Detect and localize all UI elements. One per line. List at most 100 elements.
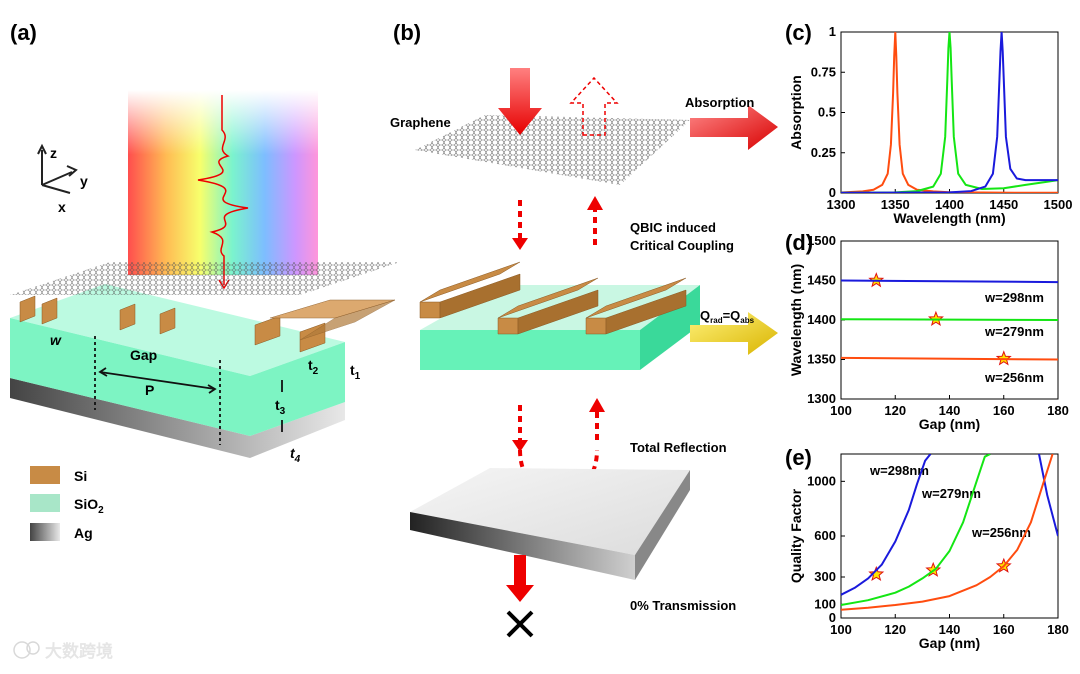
metasurface-substrate [420,330,640,370]
x-tick-label: 100 [830,622,852,637]
axis-z-label: z [50,145,57,161]
y-tick-label: 0 [829,185,836,200]
ag-layer [10,378,345,458]
series-line [841,454,932,596]
series-line [841,279,1058,284]
series-line [841,356,1058,361]
y-tick-label: 1 [829,24,836,39]
legend-swatch-si [30,466,60,484]
blocked-x-icon [506,610,534,638]
series-line [841,318,1058,321]
ag-mirror [410,468,690,555]
panel-b: (b) Graphene Absorption QBIC induced Cri… [390,20,778,638]
series-line [841,32,1058,193]
panel-e-label: (e) [785,445,812,470]
x-tick-label: 1350 [881,197,910,212]
total-reflection-label: Total Reflection [630,440,727,455]
x-tick-label: 100 [830,403,852,418]
x-tick-label: 1400 [935,197,964,212]
y-axis-label: Quality Factor [788,488,804,583]
reflected-arrow-dashed [569,76,619,136]
x-tick-label: 1300 [827,197,856,212]
y-tick-label: 1350 [807,352,836,367]
dim-w: w [50,332,62,348]
qrad-arrow [690,312,778,355]
x-tick-label: 140 [939,622,961,637]
x-tick-label: 1500 [1044,197,1073,212]
series-line [841,32,1058,193]
graphene-sheet-b [415,115,690,185]
series-label: w=279nm [921,486,981,501]
y-tick-label: 1300 [807,391,836,406]
series-label: w=256nm [984,370,1044,385]
y-tick-label: 1400 [807,312,836,327]
y-axis-label: Absorption [788,75,804,150]
absorption-label: Absorption [685,95,754,110]
series-line [841,454,1054,611]
x-tick-label: 160 [993,622,1015,637]
data-star-marker [868,565,885,582]
legend-swatch-sio2 [30,494,60,512]
panel-a: (a) z y x [10,20,400,541]
series-line [841,32,1058,193]
panel-b-label: (b) [393,20,421,45]
y-tick-label: 0.75 [811,64,836,79]
y-tick-label: 100 [814,596,836,611]
y-tick-label: 600 [814,528,836,543]
x-tick-label: 180 [1047,403,1069,418]
coordinate-axes [37,143,78,194]
legend-label-si: Si [74,468,87,484]
panel-a-label: (a) [10,20,37,45]
metasurface-bars [419,261,687,335]
legend-swatch-ag [30,523,60,541]
x-tick-label: 180 [1047,622,1069,637]
watermark: 大数跨境 [13,641,113,661]
series-label: w=279nm [984,324,1044,339]
watermark-text: 大数跨境 [45,641,113,661]
qbic-line2: Critical Coupling [630,238,734,253]
dim-t4: t4 [290,445,301,465]
data-star-marker [995,350,1012,366]
chart-c-frame [840,31,1059,194]
x-axis-label: Wavelength (nm) [893,210,1005,226]
x-axis-label: Gap (nm) [919,416,980,432]
x-tick-label: 1450 [989,197,1018,212]
dim-gap: Gap [130,347,157,363]
panel-d-label: (d) [785,230,813,255]
y-axis-label: Wavelength (nm) [788,264,804,376]
graphene-label: Graphene [390,115,451,130]
dim-t3: t3 [275,397,286,417]
x-tick-label: 160 [993,403,1015,418]
axis-x-label: x [58,199,66,215]
series-label: w=298nm [984,290,1044,305]
x-tick-label: 120 [884,622,906,637]
y-tick-label: 0.5 [818,105,836,120]
panel-c-label: (c) [785,20,812,45]
series-line [841,454,991,606]
qrad-qabs-label: Qrad=Qabs [700,308,755,325]
wave-packet [197,95,249,285]
axis-y-label: y [80,173,88,189]
x-tick-label: 120 [884,403,906,418]
transmission-arrow [506,555,534,602]
dim-t1: t1 [350,362,361,382]
y-tick-label: 1000 [807,473,836,488]
transmission-label: 0% Transmission [630,598,736,613]
legend-label-sio2: SiO2 [74,496,104,516]
sio2-layer [10,318,345,436]
series-line-branch [1038,454,1058,537]
data-star-marker [927,310,944,327]
x-tick-label: 140 [939,403,961,418]
material-legend: Si SiO2 Ag [30,466,104,541]
legend-label-ag: Ag [74,525,93,541]
dim-p: P [145,382,154,398]
dim-t2: t2 [308,357,319,377]
si-bars [19,295,396,353]
series-label: w=298nm [869,463,929,478]
y-tick-label: 1450 [807,273,836,288]
x-axis-label: Gap (nm) [919,635,980,651]
